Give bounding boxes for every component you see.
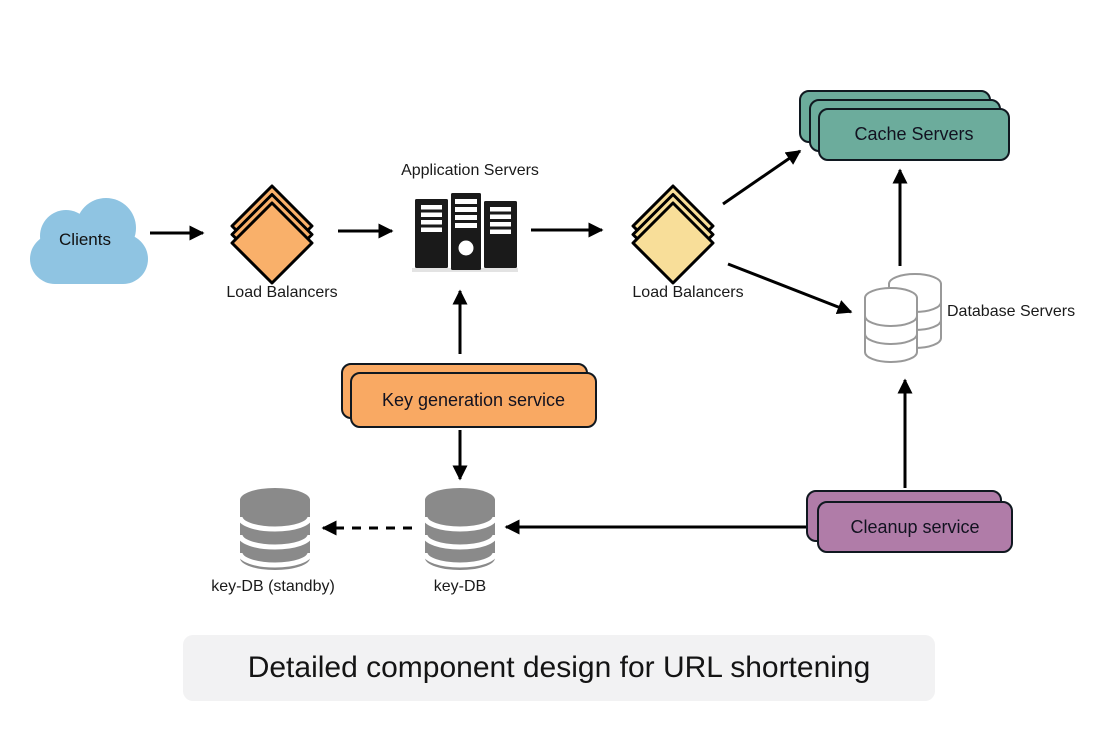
database-icon: [425, 488, 495, 570]
application-servers-label: Application Servers: [401, 162, 539, 179]
node-cleanup-service: Cleanup service: [806, 490, 1014, 556]
load-balancers-1-label: Load Balancers: [226, 284, 338, 301]
diagram-title-bar: Detailed component design for URL shorte…: [183, 635, 935, 701]
node-key-generation-service: Key generation service: [341, 363, 597, 429]
cache-servers-label: Cache Servers: [854, 124, 974, 144]
cleanup-service-label: Cleanup service: [850, 516, 980, 537]
node-key-db-standby: [240, 488, 310, 570]
load-balancers-2-label: Load Balancers: [632, 284, 744, 301]
diamond-stack-icon: [631, 184, 715, 285]
node-load-balancers-1: [229, 183, 315, 286]
clients-label: Clients: [59, 230, 111, 249]
cache-servers-box-front: Cache Servers: [818, 108, 1010, 161]
node-application-servers: [412, 188, 518, 274]
node-key-db: [425, 488, 495, 570]
key-db-label: key-DB: [433, 578, 487, 595]
database-stack-icon: [864, 273, 942, 363]
server-rack-icon: [412, 193, 518, 272]
cleanup-box-front: Cleanup service: [817, 501, 1013, 553]
arrow-lb2-to-cache: [722, 149, 802, 206]
database-icon: [240, 488, 310, 570]
key-generation-service-label: Key generation service: [381, 389, 566, 410]
diamond-stack-icon: [230, 184, 314, 285]
cloud-icon: [30, 198, 148, 284]
node-clients: Clients: [30, 196, 148, 284]
database-servers-label: Database Servers: [947, 303, 1076, 320]
key-db-standby-label: key-DB (standby): [211, 578, 335, 595]
node-load-balancers-2: [630, 183, 716, 286]
node-cache-servers: Cache Servers: [799, 90, 1010, 161]
node-database-servers: [863, 272, 943, 364]
diagram-title: Detailed component design for URL shorte…: [247, 651, 871, 684]
key-generation-box-front: Key generation service: [350, 372, 597, 428]
